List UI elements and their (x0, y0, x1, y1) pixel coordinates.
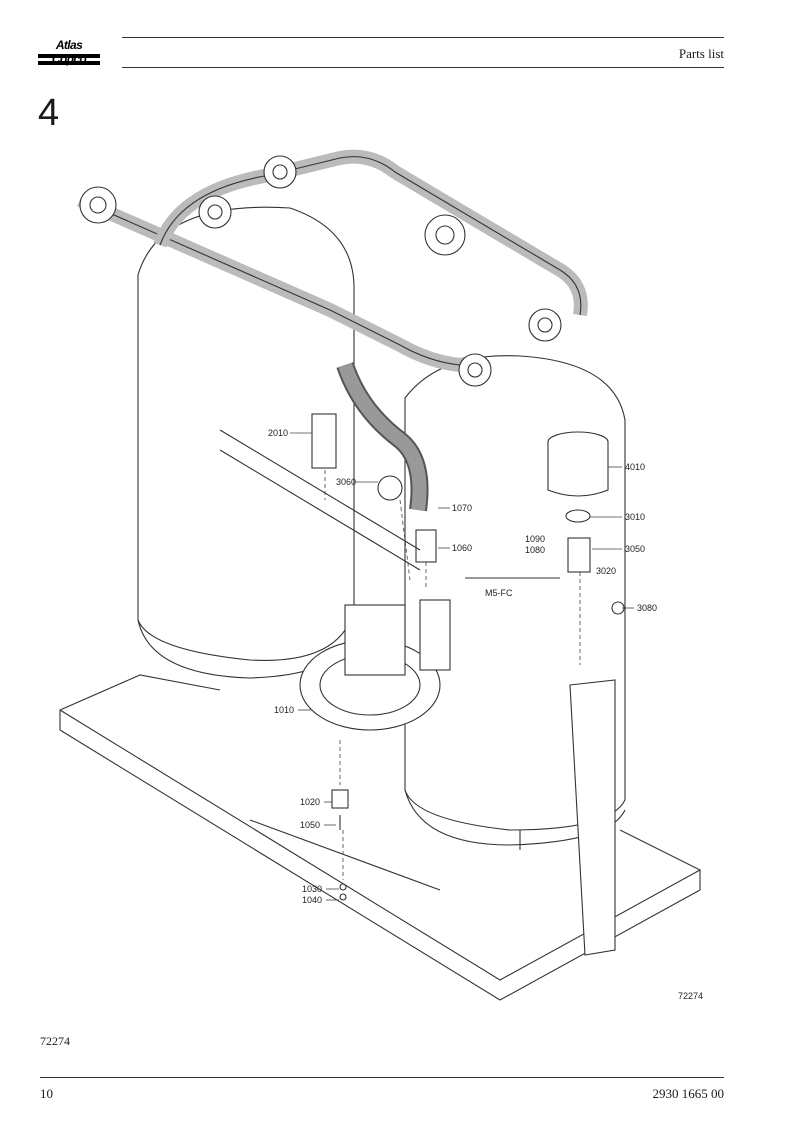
page-number: 10 (40, 1086, 53, 1101)
callout-1050: 1050 (300, 820, 320, 830)
callout-1010: 1010 (274, 705, 294, 715)
part-3010 (565, 509, 591, 523)
callout-m5-fc: M5-FC (485, 588, 513, 598)
callout-1080: 1080 (525, 545, 545, 555)
part-1040 (339, 893, 347, 901)
part-3060 (377, 475, 403, 501)
callout-3010: 3010 (625, 512, 645, 522)
callout-3050: 3050 (625, 544, 645, 554)
callout-3060: 3060 (336, 477, 356, 487)
header-rule-top (122, 37, 724, 38)
header-rule-bottom (122, 67, 724, 68)
callout-1030: 1030 (302, 884, 322, 894)
callout-3020: 3020 (596, 566, 616, 576)
atlas-copco-logo: Atlas Copco (38, 36, 100, 68)
callout-3080: 3080 (637, 603, 657, 613)
figure-caption: 72274 (40, 1034, 70, 1048)
logo-bar (38, 54, 100, 58)
callout-1060: 1060 (452, 543, 472, 553)
callout-1040: 1040 (302, 895, 322, 905)
logo-bar (38, 61, 100, 65)
part-3050 (567, 537, 591, 573)
exploded-parts-drawing: 2010 3060 1070 1060 1090 1080 M5-FC 4010… (59, 149, 703, 1001)
callout-2010: 2010 (268, 428, 288, 438)
callout-labels: 2010 3060 1070 1060 1090 1080 M5-FC 4010… (268, 428, 703, 1001)
cross-bar (219, 429, 421, 551)
callout-1090: 1090 (525, 534, 545, 544)
chapter-number: 4 (38, 92, 60, 134)
drawing-number: 72274 (678, 991, 703, 1001)
callout-1070: 1070 (452, 503, 472, 513)
part-1060 (415, 529, 437, 563)
upper-pipe (77, 193, 482, 373)
callout-1020: 1020 (300, 797, 320, 807)
part-1020 (331, 789, 349, 809)
part-2010 (311, 413, 337, 469)
section-title: Parts list (678, 46, 724, 61)
callout-4010: 4010 (625, 462, 645, 472)
support-column (569, 679, 616, 956)
document-number: 2930 1665 00 (652, 1086, 725, 1101)
footer-rule (40, 1077, 724, 1078)
